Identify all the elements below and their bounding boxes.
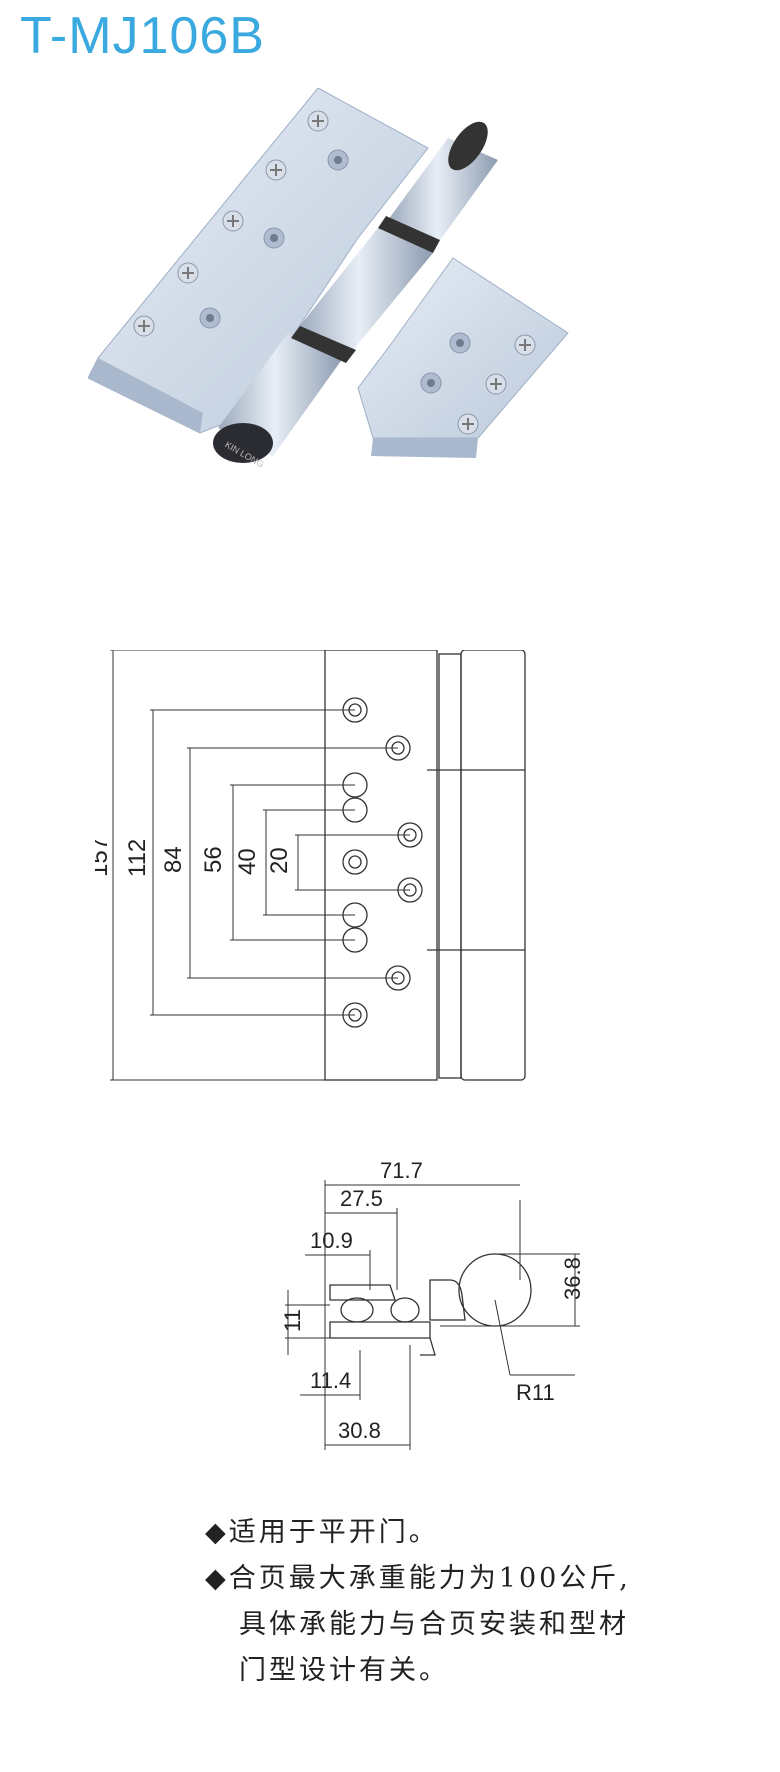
dim-10-9: 10.9 <box>310 1228 353 1253</box>
note-line-1: ◆适用于平开门。 <box>205 1517 439 1548</box>
hole-icon <box>199 149 349 329</box>
dim-20: 20 <box>266 847 293 874</box>
notes-block: ◆适用于平开门。 ◆合页最大承重能力为100公斤, 具体承能力与合页安装和型材 … <box>205 1510 725 1694</box>
dim-84: 84 <box>160 846 187 873</box>
hole-icon <box>420 332 471 394</box>
dim-r11: R11 <box>516 1380 555 1405</box>
dim-56: 56 <box>200 846 227 873</box>
hinge-photo: KIN LONG <box>88 88 569 470</box>
dim-112: 112 <box>124 839 151 877</box>
screw-icon <box>133 110 329 337</box>
dim-157: 157 <box>95 837 113 877</box>
dim-30-8: 30.8 <box>338 1418 381 1443</box>
hinge-barrel: KIN LONG <box>213 121 498 470</box>
bullet-icon: ◆ <box>205 1563 229 1594</box>
dim-36-8: 36.8 <box>560 1257 585 1300</box>
product-title: T-MJ106B <box>20 7 265 65</box>
dim-11-4: 11.4 <box>310 1368 351 1393</box>
note-line-4: 门型设计有关。 <box>239 1655 449 1686</box>
dim-27-5: 27.5 <box>340 1186 383 1211</box>
front-view-drawing: 157 112 84 56 40 20 <box>95 650 526 1081</box>
hole-icon <box>342 697 423 1028</box>
dim-71-7: 71.7 <box>380 1160 423 1183</box>
dim-11: 11 <box>280 1309 305 1332</box>
bullet-icon: ◆ <box>205 1517 229 1548</box>
section-view-drawing: 71.7 27.5 10.9 11 11.4 30.8 36.8 R11 <box>280 1160 585 1450</box>
note-line-3: 具体承能力与合页安装和型材 <box>239 1609 629 1640</box>
dim-40: 40 <box>234 848 261 875</box>
screw-icon <box>457 334 536 435</box>
note-line-2: ◆合页最大承重能力为100公斤, <box>205 1563 631 1594</box>
